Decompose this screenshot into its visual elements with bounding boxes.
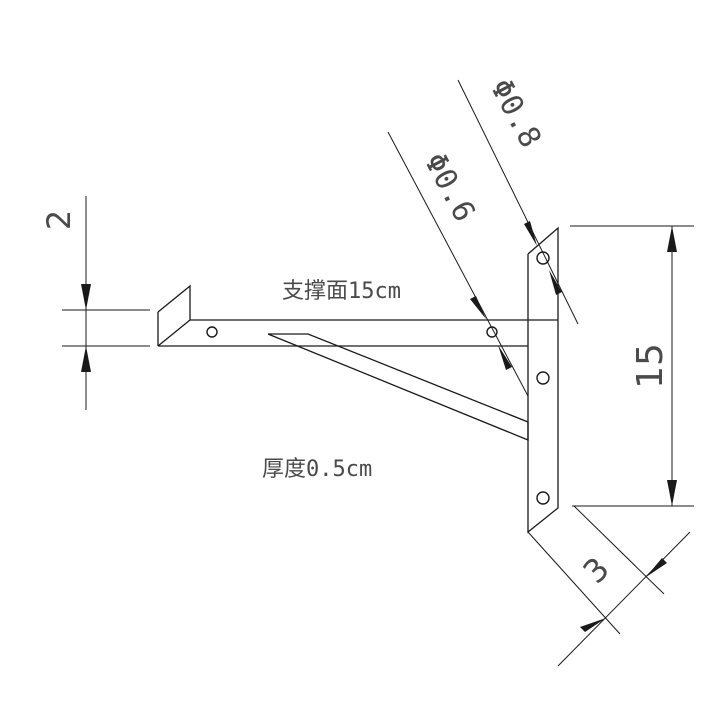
dim-hole-large-label: Φ0.8 — [483, 73, 548, 153]
hole-plate-bottom — [536, 491, 550, 505]
dimension-bottom-width: 3 — [527, 505, 691, 667]
support-surface-annotation: 支撑面15cm — [282, 279, 401, 304]
vertical-plate — [527, 226, 559, 534]
dim-bracket-height-label: 15 — [630, 343, 671, 389]
dimension-bracket-height: 15 — [570, 225, 694, 507]
dimension-lip-height: 2 — [40, 196, 150, 410]
dimension-hole-small: Φ0.6 — [387, 131, 529, 397]
hole-plate-middle — [536, 371, 550, 385]
hole-arm-left — [206, 326, 218, 338]
horizontal-arm — [157, 284, 558, 347]
hole-arm-right — [486, 326, 498, 338]
thickness-annotation: 厚度0.5cm — [262, 457, 372, 482]
dim-lip-height-label: 2 — [40, 210, 78, 230]
dim-bottom-width-label: 3 — [576, 550, 617, 591]
diagonal-brace — [267, 333, 529, 441]
dim-hole-small-label: Φ0.6 — [417, 147, 482, 227]
